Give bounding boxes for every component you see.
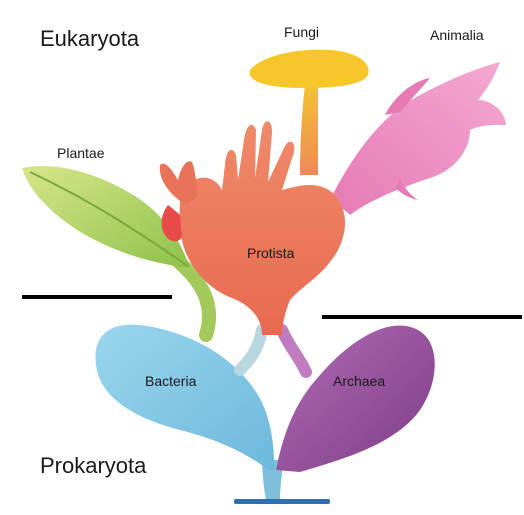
kingdom-label-protista: Protista <box>247 245 294 261</box>
fungi-cap <box>250 50 369 88</box>
domain-label-prokaryota: Prokaryota <box>40 453 146 479</box>
root-base <box>234 499 330 504</box>
kingdom-label-archaea: Archaea <box>333 373 385 389</box>
kingdom-label-animalia: Animalia <box>430 27 484 43</box>
fungi-stem <box>300 85 318 175</box>
divider-line-left <box>22 295 172 299</box>
domain-label-eukaryota: Eukaryota <box>40 26 139 52</box>
archaea-branch <box>282 330 306 372</box>
protista-finger <box>160 161 198 205</box>
bacteria-branch <box>240 330 262 370</box>
archaea-lobe <box>276 326 435 472</box>
bacteria-lobe <box>95 325 274 470</box>
divider-line-right <box>322 315 522 319</box>
kingdom-label-plantae: Plantae <box>57 145 104 161</box>
kingdom-label-fungi: Fungi <box>284 24 319 40</box>
kingdom-label-bacteria: Bacteria <box>145 373 196 389</box>
